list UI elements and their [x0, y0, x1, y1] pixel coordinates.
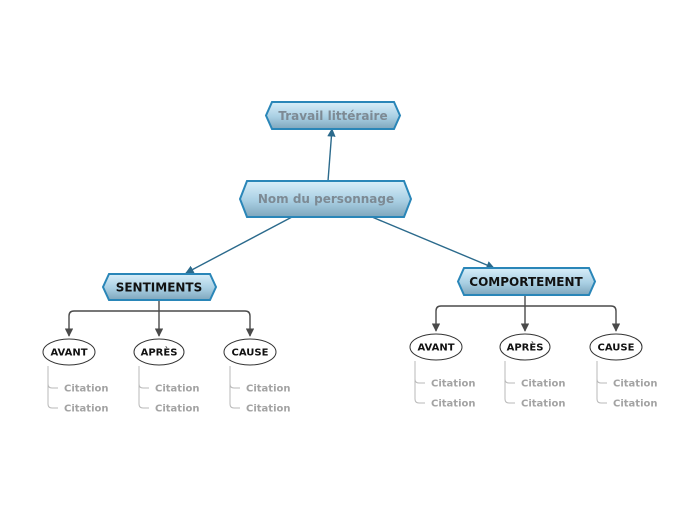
feelings-child-before[interactable]: AVANT [42, 338, 96, 366]
citation-item[interactable]: Citation [155, 404, 200, 415]
node-feelings[interactable]: SENTIMENTS [101, 273, 218, 301]
node-feelings-label: SENTIMENTS [116, 281, 203, 295]
behavior-branches [431, 295, 621, 332]
behavior-child-after-label: APRÈS [507, 341, 544, 354]
behavior-child-after[interactable]: APRÈS [499, 333, 551, 361]
citation-item[interactable]: Citation [64, 384, 109, 395]
feelings-child-after[interactable]: APRÈS [133, 338, 185, 366]
node-behavior[interactable]: COMPORTEMENT [456, 267, 597, 296]
feelings-child-before-label: AVANT [50, 348, 87, 359]
citation-item[interactable]: Citation [521, 399, 566, 410]
node-work-label: Travail littéraire [278, 109, 387, 123]
node-work[interactable]: Travail littéraire [264, 101, 402, 130]
node-character-label: Nom du personnage [258, 192, 394, 206]
citation-item[interactable]: Citation [613, 379, 658, 390]
connector-character-to-work [327, 128, 336, 182]
behavior-child-cause[interactable]: CAUSE [589, 333, 643, 361]
feelings-child-after-label: APRÈS [141, 346, 178, 359]
citation-tree-lines [47, 361, 607, 409]
citation-item[interactable]: Citation [246, 384, 291, 395]
feelings-child-cause-label: CAUSE [232, 348, 269, 359]
feelings-branches [64, 300, 255, 337]
feelings-child-cause[interactable]: CAUSE [223, 338, 277, 366]
citation-item[interactable]: Citation [431, 399, 476, 410]
citation-item[interactable]: Citation [155, 384, 200, 395]
node-character[interactable]: Nom du personnage [238, 180, 413, 218]
connector-character-to-behavior [371, 216, 495, 269]
behavior-child-cause-label: CAUSE [598, 343, 635, 354]
behavior-child-before[interactable]: AVANT [409, 333, 463, 361]
behavior-child-before-label: AVANT [417, 343, 454, 354]
citation-item[interactable]: Citation [613, 399, 658, 410]
citation-item[interactable]: Citation [246, 404, 291, 415]
node-behavior-label: COMPORTEMENT [469, 275, 583, 289]
citation-item[interactable]: Citation [521, 379, 566, 390]
connector-character-to-feelings [185, 216, 293, 274]
citation-item[interactable]: Citation [431, 379, 476, 390]
citation-item[interactable]: Citation [64, 404, 109, 415]
